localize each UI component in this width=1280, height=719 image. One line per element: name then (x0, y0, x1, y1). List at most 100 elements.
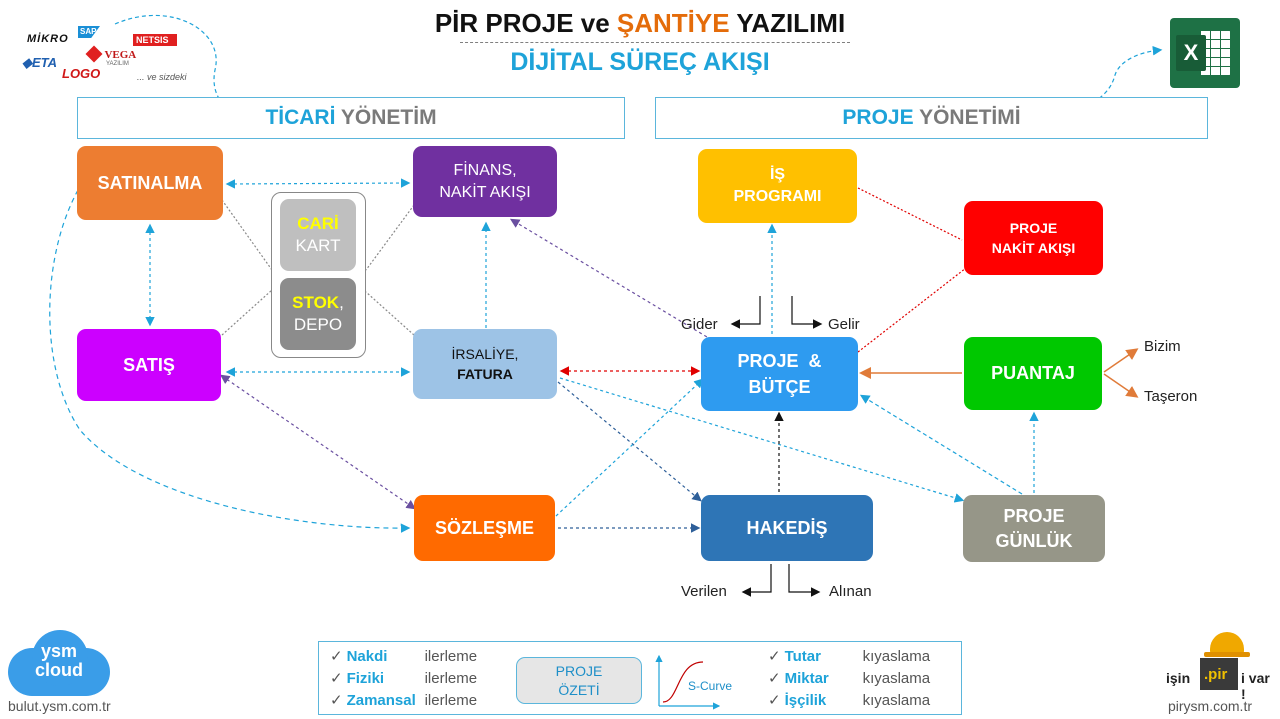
node-sozlesme[interactable]: SÖZLEŞME (414, 495, 555, 561)
vega-sub: YAZILIM (106, 61, 129, 67)
node-sozlesme-label: SÖZLEŞME (434, 517, 534, 538)
check-icon: ✓ (768, 648, 781, 665)
pir-isin: işin (1166, 670, 1191, 686)
check-icon: ✓ (330, 692, 343, 709)
vega-logo: VEGA YAZILIM (85, 45, 137, 67)
cloud-icon-bump (32, 630, 88, 686)
title-highlight: ŞANTİYE (616, 8, 730, 38)
main-title: PİR PROJE ve ŞANTİYE YAZILIMI (0, 8, 1280, 39)
cloud-line2: cloud (35, 660, 83, 680)
vega-text: VEGA (104, 49, 137, 61)
cloud-text: ysm cloud (8, 642, 110, 680)
check-icon: ✓ (330, 670, 343, 687)
section-ticari-yonetim: TİCARİ YÖNETİM (77, 97, 625, 139)
node-satinalma[interactable]: SATINALMA (77, 146, 223, 220)
summary-word: kıyaslama (862, 670, 931, 687)
vega-icon (85, 45, 103, 63)
summary-key: Nakdi (346, 648, 388, 665)
label-gider: Gider (681, 316, 718, 333)
label-verilen: Verilen (681, 583, 727, 600)
summary-word: kıyaslama (862, 692, 931, 709)
node-proje-gunluk-line1: PROJE (1003, 505, 1065, 526)
node-proje-gunluk[interactable]: PROJE GÜNLÜK (963, 495, 1105, 562)
section-proje-blue: PROJE (842, 106, 914, 129)
summary-key: İşçilik (784, 692, 827, 709)
summary-word: kıyaslama (862, 648, 931, 665)
pir-text: .pir (1204, 666, 1228, 683)
node-stok-line2: DEPO (293, 315, 343, 334)
subtitle: DİJİTAL SÜREÇ AKIŞI (510, 48, 770, 76)
node-irsaliye-line1: İRSALİYE, (451, 346, 519, 362)
excel-icon: X (1170, 18, 1240, 88)
node-cari-line2: KART (295, 236, 341, 255)
summary-item-zamansal: ✓Zamansal ilerleme (330, 690, 510, 712)
check-icon: ✓ (768, 670, 781, 687)
node-cari-line1: CARİ (297, 214, 339, 233)
label-bizim: Bizim (1144, 338, 1181, 355)
ve-sizdeki: ... ve sizdeki (137, 72, 187, 82)
node-finans[interactable]: FİNANS, NAKİT AKIŞI (413, 146, 557, 217)
label-gelir: Gelir (828, 316, 860, 333)
ysm-cloud-logo[interactable]: ysm cloud (8, 628, 110, 696)
label-alinan: Alınan (829, 583, 872, 600)
node-proje-nakit-line2: NAKİT AKIŞI (991, 240, 1076, 256)
helmet-brim (1204, 652, 1250, 657)
pir-logo[interactable]: işin .pir i var ! (1166, 630, 1276, 702)
cloud-line1: ysm (40, 641, 78, 661)
node-proje-nakit-akisi[interactable]: PROJE NAKİT AKIŞI (964, 201, 1103, 275)
logo-logo: LOGO (62, 66, 101, 81)
check-icon: ✓ (330, 648, 343, 665)
node-proje-butce[interactable]: PROJE & BÜTÇE (701, 337, 858, 411)
node-is-line1: İŞ (769, 166, 786, 183)
node-proje-butce-line1: PROJE & (737, 351, 822, 371)
node-proje-nakit-line1: PROJE (1009, 220, 1058, 236)
pir-ivar: i var ! (1241, 670, 1270, 702)
node-stok-comma: , (339, 293, 344, 312)
node-is-programi[interactable]: İŞ PROGRAMI (698, 149, 857, 223)
node-stok-word: STOK (292, 293, 340, 312)
summary-item-iscilik: ✓İşçilik kıyaslama (768, 690, 953, 712)
eta-icon: ◆ (22, 55, 32, 70)
section-proje-gray: YÖNETİMİ (913, 106, 1021, 129)
node-proje-gunluk-line2: GÜNLÜK (995, 530, 1073, 551)
node-stok-depo[interactable]: STOK, DEPO (280, 278, 356, 350)
node-hakedis-label: HAKEDİŞ (746, 517, 828, 538)
proje-ozeti-button[interactable]: PROJE ÖZETİ (516, 657, 642, 704)
section-ticari-blue: TİCARİ (265, 106, 336, 129)
node-hakedis[interactable]: HAKEDİŞ (701, 495, 873, 561)
footer-left-url[interactable]: bulut.ysm.com.tr (8, 698, 111, 714)
sap-text: SAP (80, 27, 97, 36)
proje-ozeti-line2: ÖZETİ (558, 681, 600, 698)
node-irsaliye-fatura[interactable]: İRSALİYE, FATURA (413, 329, 557, 399)
s-curve-chart-icon (655, 654, 721, 710)
check-icon: ✓ (768, 692, 781, 709)
node-satis-label: SATIŞ (123, 354, 175, 375)
node-satis[interactable]: SATIŞ (77, 329, 221, 401)
footer-right-url[interactable]: pirysm.com.tr (1168, 698, 1252, 714)
node-satinalma-label: SATINALMA (97, 172, 203, 193)
summary-key: Zamansal (346, 692, 416, 709)
node-puantaj[interactable]: PUANTAJ (964, 337, 1102, 410)
summary-word: ilerleme (424, 648, 478, 665)
mikro-logo: MİKRO (27, 33, 69, 45)
node-proje-butce-line2: BÜTÇE (748, 377, 811, 397)
summary-key: Fiziki (346, 670, 385, 687)
title-part1: PİR PROJE ve (434, 8, 617, 38)
node-cari-kart[interactable]: CARİ KART (280, 199, 356, 271)
summary-item-nakdi: ✓Nakdi ilerleme (330, 646, 510, 668)
proje-ozeti-line1: PROJE (555, 662, 603, 679)
section-proje-yonetimi: PROJE YÖNETİMİ (655, 97, 1208, 139)
section-ticari-gray: YÖNETİM (335, 106, 437, 129)
node-finans-line1: FİNANS, (453, 161, 517, 179)
helmet-icon (1210, 632, 1244, 654)
summary-key: Tutar (784, 648, 821, 665)
summary-item-tutar: ✓Tutar kıyaslama (768, 646, 953, 668)
excel-x-tile: X (1176, 35, 1206, 71)
title-divider (460, 42, 850, 43)
summary-word: ilerleme (424, 692, 478, 709)
